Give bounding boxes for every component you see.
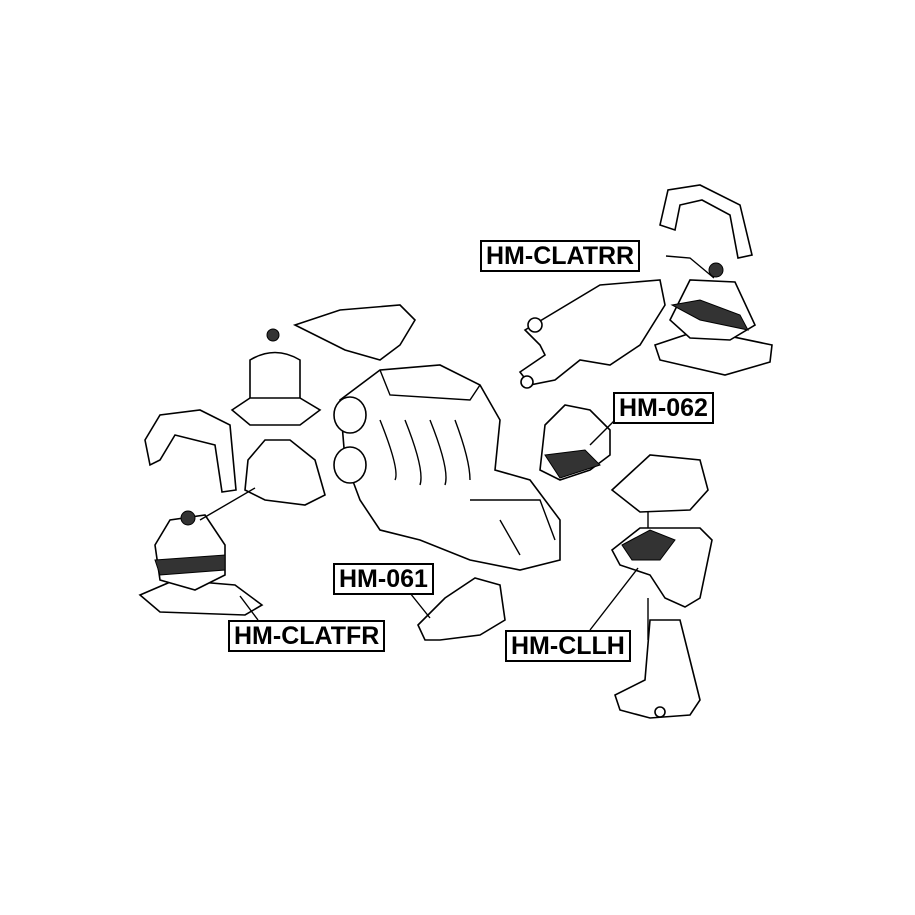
rear-arm-bracket <box>518 279 666 389</box>
rear-right-mount <box>653 262 773 376</box>
front-small-bracket <box>244 439 326 506</box>
front-bracket <box>144 409 237 493</box>
leader-lines <box>199 255 715 631</box>
front-mount-upper <box>230 304 417 426</box>
engine-block <box>333 364 561 571</box>
left-mount-cover <box>610 454 709 513</box>
label-hm-clatfr: HM-CLATFR <box>228 620 386 652</box>
label-hm-062: HM-062 <box>613 392 714 424</box>
left-mount <box>610 512 713 640</box>
label-hm-061: HM-061 <box>333 563 434 595</box>
label-hm-clatrr: HM-CLATRR <box>480 240 641 272</box>
upper-mount-part <box>539 404 611 481</box>
center-lower-mount <box>417 577 506 641</box>
front-right-mount <box>138 510 264 616</box>
label-hm-cllh: HM-CLLH <box>505 630 631 662</box>
rear-right-bracket <box>659 184 753 259</box>
lower-bracket <box>614 619 701 719</box>
